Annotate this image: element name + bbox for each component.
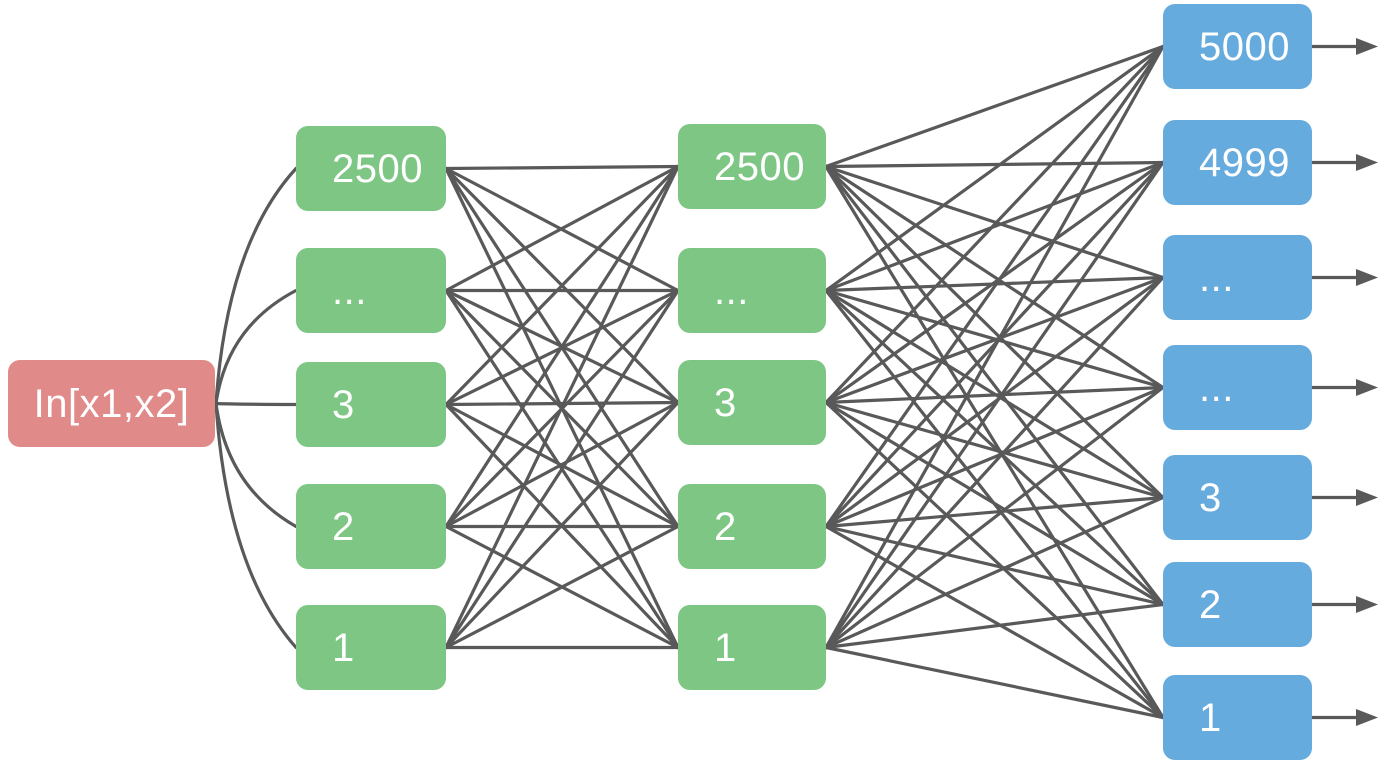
output-connection [824,385,1165,405]
output-node-2: 4999 [1163,120,1312,205]
hidden-connection [444,164,680,650]
output-connection [824,160,1165,169]
hidden2-node-2: ... [678,248,826,333]
hidden2-node-4: 2 [678,484,826,569]
hidden-connection [444,164,680,407]
output-connection [824,160,1165,650]
input-connection [214,401,298,529]
hidden2-node-3: 3 [678,360,826,445]
output-connection [824,275,1165,529]
output-connection [824,44,1165,529]
hidden-connection [444,164,680,529]
hidden1-node-2: ... [296,248,446,333]
hidden-connection [444,288,680,650]
hidden-connection [444,400,680,529]
input-connection [214,166,298,406]
output-node-3: ... [1163,235,1312,320]
output-arrow-head-icon [1356,269,1378,286]
output-connection [824,164,1165,390]
output-connection [824,164,1165,280]
input-connection [214,288,298,406]
output-arrow-head-icon [1356,596,1378,613]
output-connection [824,275,1165,405]
output-connection [824,44,1165,650]
output-connection [824,164,1165,607]
output-connection [824,44,1165,293]
output-arrow-head-icon [1356,38,1378,55]
output-node-6: 2 [1163,562,1312,647]
output-connection [824,400,1165,720]
output-connection [824,44,1165,169]
output-connection [824,400,1165,607]
output-node-1: 5000 [1163,4,1312,89]
output-connection [824,524,1165,720]
output-arrow-head-icon [1356,489,1378,506]
hidden-connection [444,164,680,293]
output-arrow-head-icon [1356,379,1378,396]
output-connection [824,602,1165,650]
output-connection [824,495,1165,529]
output-node-4: ... [1163,345,1312,430]
hidden1-node-5: 1 [296,605,446,690]
output-connection [824,275,1165,650]
output-connection [824,385,1165,529]
output-connection [824,44,1165,405]
output-arrow-head-icon [1356,709,1378,726]
hidden1-node-4: 2 [296,484,446,569]
hidden2-node-1: 2500 [678,124,826,209]
output-connection [824,495,1165,650]
output-connection [824,524,1165,607]
hidden-connection [444,164,680,171]
output-connection [824,164,1165,500]
input-connection [214,401,298,407]
output-connection [824,164,1165,720]
output-node-7: 1 [1163,675,1312,760]
output-connection [824,645,1165,720]
hidden-connection [444,400,680,650]
output-connection [824,160,1165,405]
output-node-5: 3 [1163,455,1312,540]
output-arrow-head-icon [1356,154,1378,171]
hidden1-node-3: 3 [296,362,446,447]
input-connection [214,401,298,650]
hidden1-node-1: 2500 [296,126,446,211]
input-node-1: In[x1,x2] [8,360,215,447]
output-connection [824,400,1165,500]
hidden-connection [444,524,680,650]
hidden2-node-5: 1 [678,605,826,690]
output-connection [824,385,1165,650]
